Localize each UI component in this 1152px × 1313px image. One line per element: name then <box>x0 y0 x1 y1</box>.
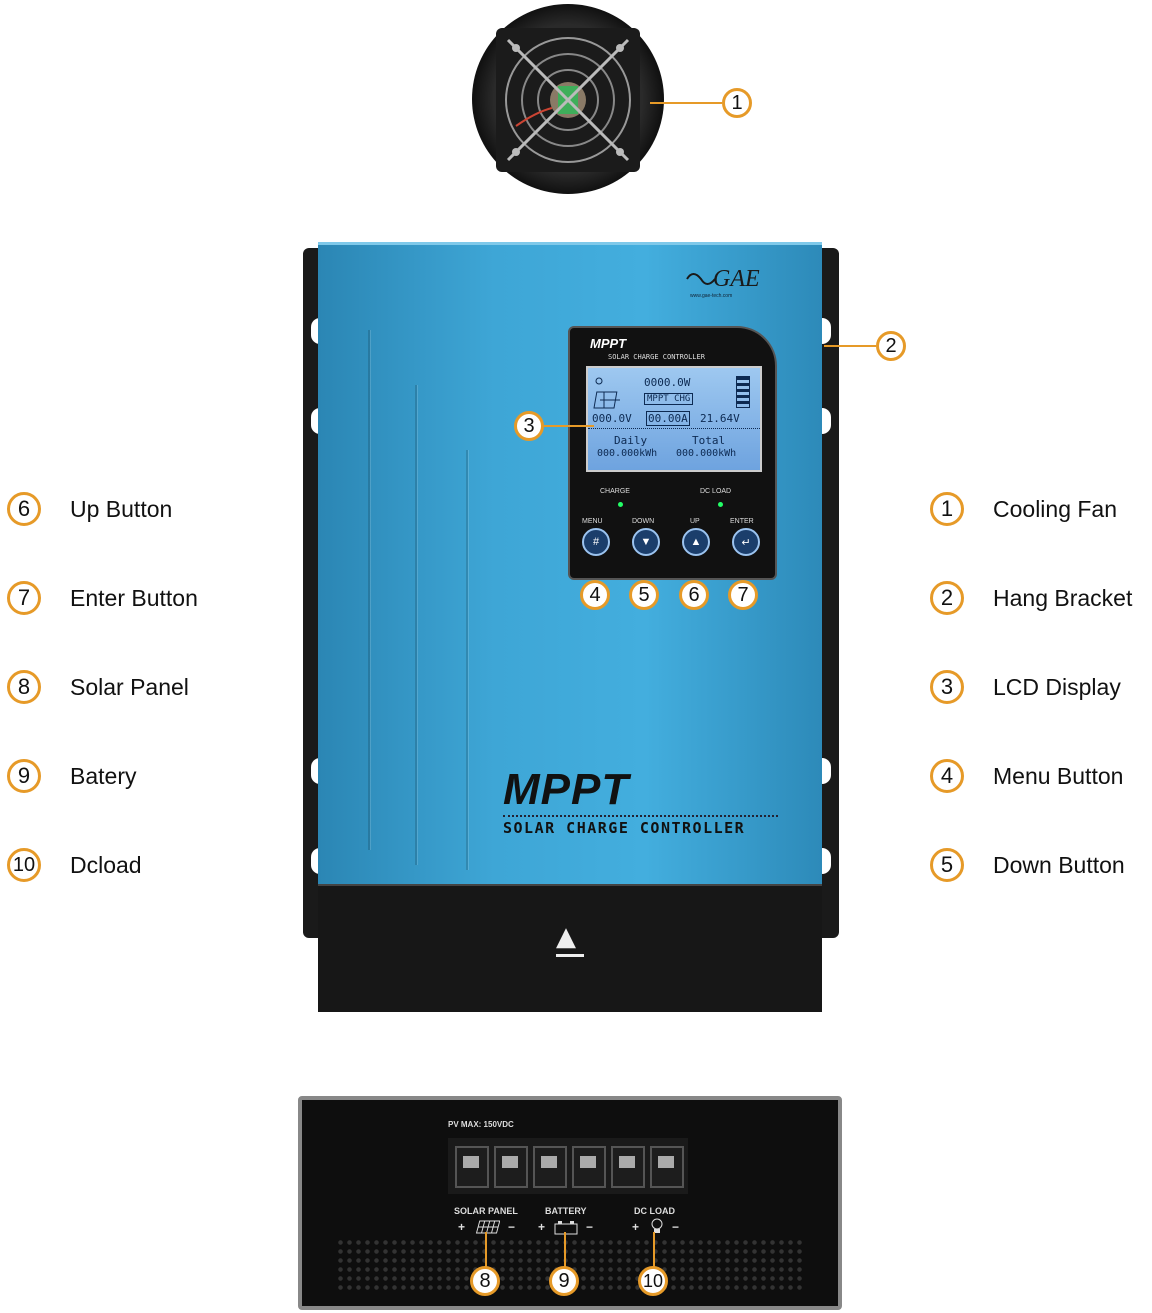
enter-button-label: ENTER <box>730 518 754 525</box>
legend-menu-button: Menu Button <box>993 763 1124 789</box>
battery-plus-sign: + <box>538 1220 546 1234</box>
legend-down-button: Down Button <box>993 852 1125 878</box>
callout-4: 4 <box>580 580 610 610</box>
lcd-total-value: 000.000kWh <box>676 448 737 459</box>
eject-icon: ▲ <box>556 922 576 952</box>
fan-housing <box>496 28 640 172</box>
legend-right-badge-4: 4 <box>930 759 964 793</box>
front-subtitle: SOLAR CHARGE CONTROLLER <box>503 819 746 837</box>
battery-level-icon <box>736 376 750 408</box>
leader-battery <box>564 1232 566 1268</box>
menu-grid-icon: # <box>592 536 600 548</box>
terminal-cover: ▲ <box>318 884 822 1012</box>
legend-right-badge-1: 1 <box>930 492 964 526</box>
lcd-total-label: Total <box>692 434 726 447</box>
charge-indicator-label: CHARGE <box>600 488 630 495</box>
terminal-load-minus <box>650 1146 684 1188</box>
panel-title: MPPT <box>590 336 627 351</box>
pv-max-label: PV MAX: 150VDC <box>448 1120 514 1129</box>
callout-7: 7 <box>728 580 758 610</box>
lcd-daily-value: 000.000kWh <box>597 448 658 459</box>
legend-left-badge-1: 6 <box>7 492 41 526</box>
enter-arrow-icon: ↵ <box>741 536 751 549</box>
callout-1: 1 <box>722 88 752 118</box>
legend-cooling-fan: Cooling Fan <box>993 496 1118 522</box>
lcd-mode: MPPT CHG <box>644 393 694 405</box>
solar-panel-label: SOLAR PANEL <box>454 1206 518 1216</box>
load-plus-sign: + <box>632 1220 640 1234</box>
battery-icon <box>554 1221 578 1240</box>
leader-solar <box>485 1232 487 1268</box>
arrow-down-icon: ▼ <box>640 536 652 548</box>
solar-panel-icon <box>474 1220 501 1239</box>
legend-left-badge-2: 7 <box>7 581 41 615</box>
callout-10: 10 <box>638 1266 668 1296</box>
front-title: MPPT <box>503 765 630 814</box>
enter-button[interactable]: ↵ <box>732 528 760 556</box>
bulb-icon <box>650 1218 664 1239</box>
legend-dcload: Dcload <box>70 852 142 878</box>
legend-left-badge-4: 9 <box>7 759 41 793</box>
panel-subtitle: SOLAR CHARGE CONTROLLER <box>608 353 705 361</box>
menu-button[interactable]: # <box>582 528 610 556</box>
brand-logo: GAE <box>683 261 773 300</box>
lcd-display: 0000.0W MPPT CHG 000.0V 00.00A 21.64V Da… <box>586 366 762 472</box>
legend-up-button: Up Button <box>70 496 173 522</box>
battery-label: BATTERY <box>545 1206 587 1216</box>
brand-name: GAE <box>713 266 760 292</box>
legend-left-badge-3: 8 <box>7 670 41 704</box>
dc-load-led-icon <box>718 502 723 507</box>
load-minus-sign: − <box>672 1220 680 1234</box>
leader-bracket <box>824 345 876 347</box>
down-button-label: DOWN <box>632 518 655 525</box>
callout-2: 2 <box>876 331 906 361</box>
legend-right-badge-2: 2 <box>930 581 964 615</box>
charge-led-icon <box>618 502 623 507</box>
terminal-load-plus <box>611 1146 645 1188</box>
callout-8: 8 <box>470 1266 500 1296</box>
brand-tagline: www.gae-tech.com <box>690 293 733 299</box>
menu-button-label: MENU <box>582 518 603 525</box>
battery-minus-sign: − <box>586 1220 594 1234</box>
dc-load-indicator-label: DC LOAD <box>700 488 732 495</box>
sun-panel-icon <box>593 377 620 409</box>
leader-fan <box>650 102 722 104</box>
up-button-label: UP <box>690 518 700 525</box>
lcd-voltage-bat: 21.64V <box>700 412 740 425</box>
arrow-up-icon: ▲ <box>690 536 702 548</box>
legend-right-badge-5: 5 <box>930 848 964 882</box>
legend-battery: Batery <box>70 763 137 789</box>
terminal-solar-plus <box>455 1146 489 1188</box>
up-button[interactable]: ▲ <box>682 528 710 556</box>
lcd-power: 0000.0W <box>644 376 691 389</box>
lcd-divider <box>588 428 760 429</box>
eject-bar <box>556 954 584 957</box>
callout-5: 5 <box>629 580 659 610</box>
terminal-solar-minus <box>494 1146 528 1188</box>
solar-minus-sign: − <box>508 1220 516 1234</box>
legend-solar-panel: Solar Panel <box>70 674 189 700</box>
legend-lcd-display: LCD Display <box>993 674 1121 700</box>
front-divider <box>503 815 778 817</box>
callout-6: 6 <box>679 580 709 610</box>
callout-3: 3 <box>514 411 544 441</box>
leader-lcd <box>544 425 594 427</box>
leader-load <box>653 1232 655 1268</box>
down-button[interactable]: ▼ <box>632 528 660 556</box>
callout-9: 9 <box>549 1266 579 1296</box>
legend-right-badge-3: 3 <box>930 670 964 704</box>
legend-enter-button: Enter Button <box>70 585 198 611</box>
solar-plus-sign: + <box>458 1220 466 1234</box>
terminal-battery-minus <box>572 1146 606 1188</box>
lcd-daily-label: Daily <box>614 434 648 447</box>
dc-load-label: DC LOAD <box>634 1206 675 1216</box>
lcd-current: 00.00A <box>646 411 690 426</box>
legend-left-badge-5: 10 <box>7 848 41 882</box>
cooling-fan <box>472 4 664 194</box>
terminal-battery-plus <box>533 1146 567 1188</box>
legend-hang-bracket: Hang Bracket <box>993 585 1133 611</box>
fan-grille-icon <box>505 37 631 163</box>
lcd-voltage-in: 000.0V <box>592 412 632 425</box>
